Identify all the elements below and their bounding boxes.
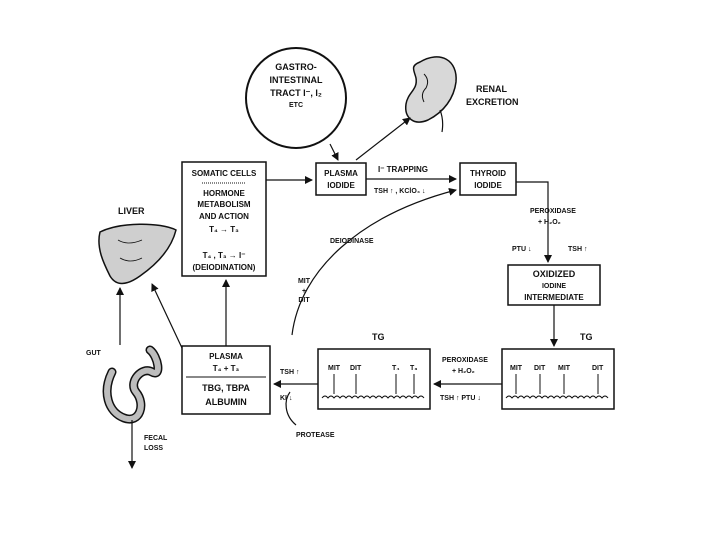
- svg-text:TBG, TBPA: TBG, TBPA: [202, 383, 250, 393]
- svg-text:INTERMEDIATE: INTERMEDIATE: [524, 293, 584, 302]
- oxidized-iodine-box: OXIDIZED IODINE INTERMEDIATE: [507, 264, 601, 306]
- svg-text:TSH ↑ PTU ↓: TSH ↑ PTU ↓: [440, 395, 481, 402]
- svg-text:DIT: DIT: [298, 297, 310, 304]
- svg-text:METABOLISM: METABOLISM: [197, 200, 251, 209]
- svg-text:IODINE: IODINE: [542, 283, 566, 290]
- svg-text:GASTRO-: GASTRO-: [275, 62, 317, 72]
- svg-text:PLASMA: PLASMA: [324, 169, 358, 178]
- svg-text:DIT: DIT: [592, 365, 604, 372]
- trapping-label: I⁻ TRAPPING TSH ↑ , KClO₄ ↓: [374, 165, 428, 195]
- svg-text:PLASMA: PLASMA: [209, 352, 243, 361]
- peroxidase-bottom-label: PEROXIDASE + H₂O₂ TSH ↑ PTU ↓: [440, 357, 488, 402]
- plasma-iodide-box: PLASMA IODIDE: [315, 162, 367, 196]
- kidney-icon: [405, 56, 457, 133]
- svg-text:MIT: MIT: [298, 278, 311, 285]
- svg-text:OXIDIZED: OXIDIZED: [533, 269, 576, 279]
- svg-text:LOSS: LOSS: [144, 445, 163, 452]
- svg-text:AND ACTION: AND ACTION: [199, 212, 249, 221]
- svg-text:SOMATIC CELLS: SOMATIC CELLS: [192, 169, 257, 178]
- svg-text:RENAL: RENAL: [476, 84, 508, 94]
- fecal-loss-label: FECAL LOSS: [144, 435, 168, 452]
- svg-text:+: +: [302, 288, 306, 295]
- svg-text:TG: TG: [372, 332, 385, 342]
- svg-text:IODIDE: IODIDE: [474, 181, 502, 190]
- svg-text:MIT: MIT: [328, 365, 341, 372]
- svg-text:ALBUMIN: ALBUMIN: [205, 397, 247, 407]
- svg-text:TG: TG: [580, 332, 593, 342]
- svg-text:THYROID: THYROID: [470, 169, 506, 178]
- gi-tract-node: GASTRO- INTESTINAL TRACT I⁻, I₂ ETC: [245, 47, 347, 149]
- somatic-cells-box: SOMATIC CELLS HORMONE METABOLISM AND ACT…: [181, 161, 267, 277]
- svg-text:MIT: MIT: [558, 365, 571, 372]
- svg-text:T₄ , T₃ → I⁻: T₄ , T₃ → I⁻: [203, 251, 246, 260]
- svg-text:TRACT I⁻, I₂: TRACT I⁻, I₂: [270, 88, 322, 98]
- tsh-label-bottom: TSH ↑: [280, 369, 299, 376]
- svg-text:PEROXIDASE: PEROXIDASE: [530, 208, 576, 215]
- tsh-label-top: TSH ↑: [568, 246, 587, 253]
- renal-excretion-label: RENAL EXCRETION: [466, 84, 519, 107]
- svg-text:DIT: DIT: [534, 365, 546, 372]
- svg-text:EXCRETION: EXCRETION: [466, 97, 519, 107]
- svg-text:MIT: MIT: [510, 365, 523, 372]
- svg-text:DIT: DIT: [350, 365, 362, 372]
- deiodinase-label: DEIODINASE: [330, 238, 374, 245]
- mit-dit-side-label: MIT + DIT: [298, 278, 311, 304]
- svg-text:I⁻ TRAPPING: I⁻ TRAPPING: [378, 165, 428, 174]
- svg-text:HORMONE: HORMONE: [203, 189, 245, 198]
- svg-text:ETC: ETC: [289, 102, 303, 109]
- svg-text:INTESTINAL: INTESTINAL: [270, 75, 324, 85]
- svg-text:FECAL: FECAL: [144, 435, 168, 442]
- svg-text:+ H₂O₂: + H₂O₂: [452, 368, 475, 375]
- peroxidase-top-label: PEROXIDASE + H₂O₂: [530, 208, 576, 226]
- svg-text:+ H₂O₂: + H₂O₂: [538, 219, 561, 226]
- svg-text:T₄ + T₃: T₄ + T₃: [213, 364, 240, 373]
- plasma-hormone-box: PLASMA T₄ + T₃ TBG, TBPA ALBUMIN: [181, 345, 271, 415]
- protease-label: PROTEASE: [296, 432, 335, 439]
- tg-box-left: TG MIT DIT T₄ T₃: [317, 332, 431, 410]
- svg-text:T₄: T₄: [392, 365, 400, 372]
- svg-text:TSH ↑ , KClO₄ ↓: TSH ↑ , KClO₄ ↓: [374, 188, 426, 195]
- arrows: [116, 117, 558, 469]
- thyroid-iodide-box: THYROID IODIDE: [459, 162, 517, 196]
- gut-label: GUT: [86, 350, 102, 357]
- svg-text:T₄ → T₃: T₄ → T₃: [209, 225, 239, 234]
- liver-label: LIVER: [118, 206, 145, 216]
- svg-text:(DEIODINATION): (DEIODINATION): [193, 263, 256, 272]
- tg-box-right: TG MIT DIT MIT DIT: [501, 332, 615, 410]
- svg-text:IODIDE: IODIDE: [327, 181, 355, 190]
- svg-text:T₃: T₃: [410, 365, 418, 372]
- svg-text:PEROXIDASE: PEROXIDASE: [442, 357, 488, 364]
- liver-icon: [98, 223, 177, 285]
- ptu-label-top: PTU ↓: [512, 246, 531, 253]
- gut-icon: [102, 345, 163, 424]
